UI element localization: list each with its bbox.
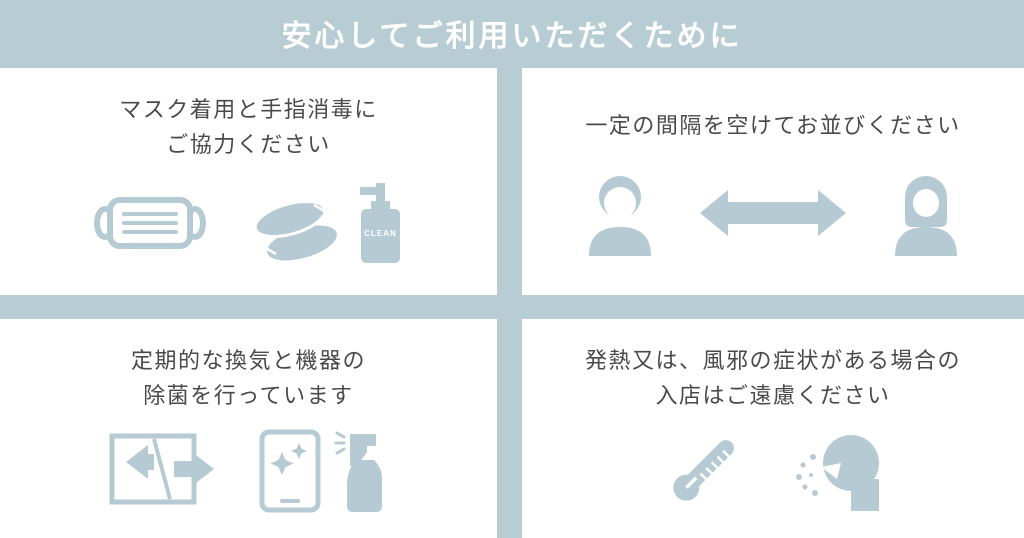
- page-title: 安心してご利用いただくために: [281, 20, 743, 53]
- disinfect-icon-group: [258, 426, 390, 514]
- mask-icon: [93, 196, 206, 249]
- card-mask-text: マスク着用と手指消毒に ご協力ください: [119, 92, 378, 162]
- spray-bottle-icon: [334, 431, 382, 512]
- distance-arrow-icon: [700, 190, 846, 237]
- card-ventilation-line2: 除菌を行っています: [143, 383, 354, 409]
- person-female-icon: [895, 176, 957, 257]
- window-ventilation-icon: [109, 433, 214, 505]
- card-ventilation-line1: 定期的な換気と機器の: [130, 348, 366, 373]
- card-fever-line1: 発熱又は、風邪の症状がある場合の: [584, 348, 961, 373]
- thermometer-icon: [673, 439, 734, 501]
- person-male-icon: [589, 176, 651, 257]
- card-mask-sanitizing: マスク着用と手指消毒に ご協力ください: [0, 68, 497, 295]
- tablet-icon: [259, 429, 320, 513]
- coughing-person-icon: [796, 434, 879, 511]
- sanitizer-bottle-icon: CLEAN: [359, 182, 400, 263]
- card-mask-line2: ご協力ください: [166, 132, 331, 158]
- card-distance-line1: 一定の間隔を空けてお並びください: [585, 113, 961, 138]
- card-ventilation-text: 定期的な換気と機器の 除菌を行っています: [131, 343, 366, 413]
- card-distance: 一定の間隔を空けてお並びください: [522, 68, 1024, 295]
- card-distance-text: 一定の間隔を空けてお並びください: [585, 108, 960, 143]
- card-distance-icons: [522, 143, 1024, 295]
- sanitizer-bottle-label: CLEAN: [364, 229, 397, 238]
- card-mask-icons: CLEAN: [0, 162, 497, 295]
- card-fever-icons: [522, 413, 1024, 538]
- hands-icon: [253, 199, 337, 261]
- card-ventilation: 定期的な換気と機器の 除菌を行っています: [0, 319, 497, 538]
- card-ventilation-icons: [0, 413, 497, 538]
- card-fever-line2: 入店はご遠慮ください: [655, 383, 891, 409]
- card-fever: 発熱又は、風邪の症状がある場合の 入店はご遠慮ください: [522, 319, 1024, 538]
- card-mask-line1: マスク着用と手指消毒に: [119, 97, 378, 122]
- sanitizing-icon-group: CLEAN: [248, 179, 404, 267]
- card-fever-text: 発熱又は、風邪の症状がある場合の 入店はご遠慮ください: [585, 343, 961, 413]
